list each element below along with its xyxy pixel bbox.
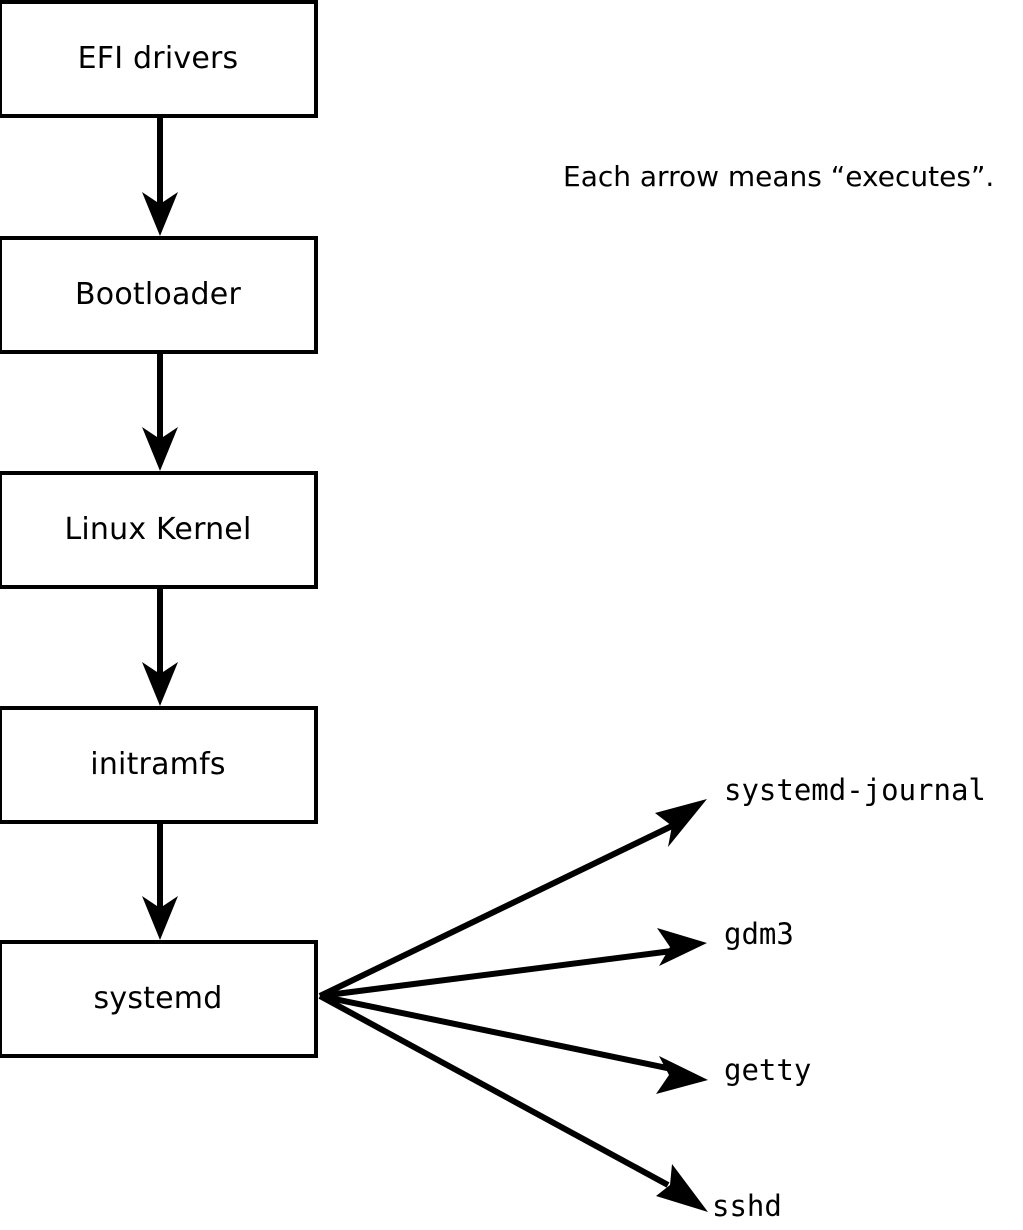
stage-box-efi-drivers[interactable]: EFI drivers bbox=[0, 0, 318, 118]
service-label-systemd-journal[interactable]: systemd-journal bbox=[724, 773, 986, 807]
stage-box-linux-kernel[interactable]: Linux Kernel bbox=[0, 471, 318, 589]
arrow-efi-drivers-to-bootloader bbox=[142, 118, 178, 236]
arrow-systemd-to-getty bbox=[319, 993, 708, 1094]
arrow-linux-kernel-to-initramfs bbox=[142, 588, 178, 706]
service-label-getty[interactable]: getty bbox=[724, 1053, 812, 1087]
stage-label-systemd: systemd bbox=[93, 981, 223, 1016]
stage-box-initramfs[interactable]: initramfs bbox=[0, 706, 318, 824]
arrow-systemd-to-gdm3 bbox=[319, 928, 707, 999]
stage-box-systemd[interactable]: systemd bbox=[0, 940, 318, 1058]
arrow-systemd-to-sshd bbox=[318, 993, 708, 1212]
arrow-systemd-to-systemd-journal bbox=[318, 799, 707, 999]
arrow-initramfs-to-systemd bbox=[142, 823, 178, 940]
stage-label-bootloader: Bootloader bbox=[75, 277, 241, 312]
stage-label-initramfs: initramfs bbox=[90, 747, 226, 782]
stage-label-linux-kernel: Linux Kernel bbox=[64, 512, 252, 547]
stage-box-bootloader[interactable]: Bootloader bbox=[0, 236, 318, 354]
service-label-sshd[interactable]: sshd bbox=[712, 1189, 782, 1223]
arrow-bootloader-to-linux-kernel bbox=[142, 353, 178, 471]
arrow-meaning-note: Each arrow means “executes”. bbox=[563, 160, 995, 193]
service-label-gdm3[interactable]: gdm3 bbox=[724, 917, 794, 951]
stage-label-efi-drivers: EFI drivers bbox=[77, 41, 239, 76]
